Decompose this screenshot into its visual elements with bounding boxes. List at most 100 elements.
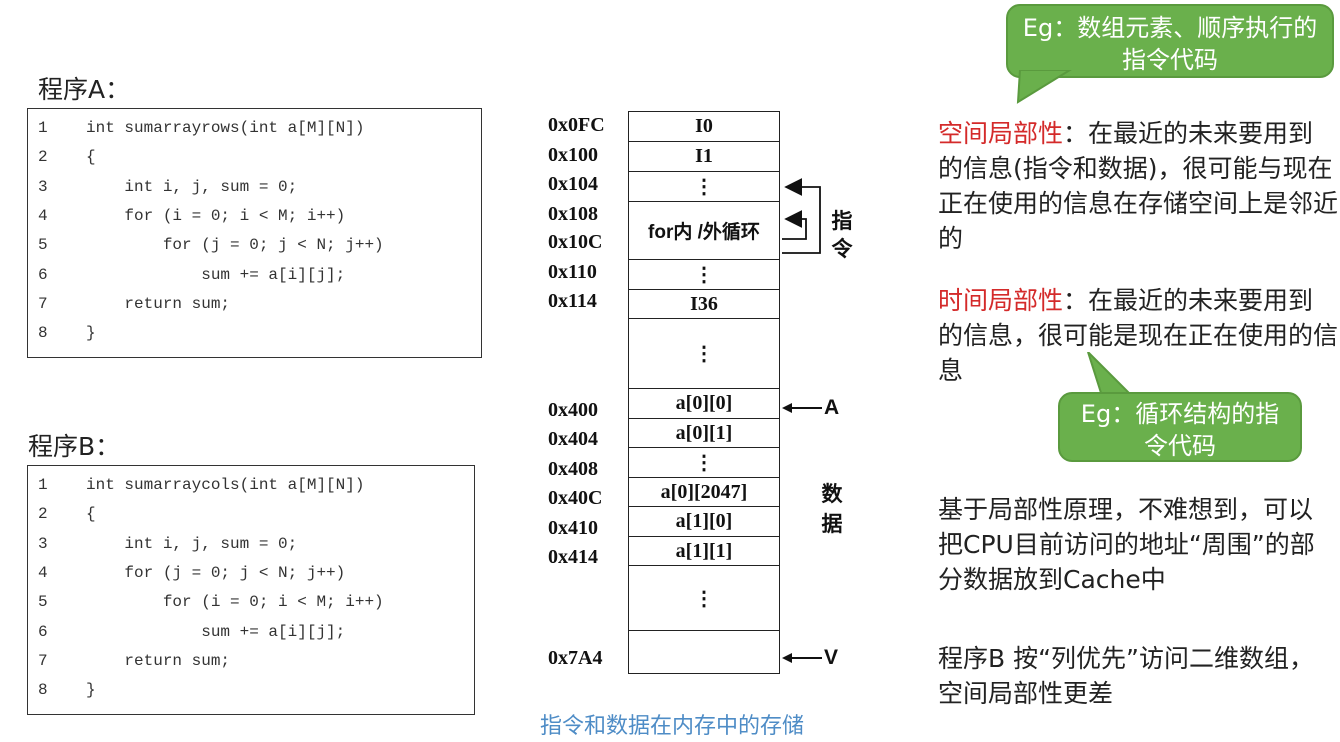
program-a-code-line: 8} bbox=[28, 324, 481, 353]
code-text: sum += a[i][j]; bbox=[86, 622, 346, 641]
memory-address: 0x100 bbox=[548, 144, 598, 166]
memory-address: 0x110 bbox=[548, 261, 597, 283]
example-bubble-temporal: Eg：循环结构的指令代码 bbox=[1058, 392, 1302, 462]
code-text: } bbox=[86, 324, 96, 343]
code-text: } bbox=[86, 681, 96, 700]
temporal-locality-text: 时间局部性：在最近的未来要用到的信息，很可能是现在正在使用的信息 bbox=[938, 283, 1338, 388]
bubble-spatial-tail bbox=[1016, 70, 1072, 104]
spatial-locality-text: 空间局部性：在最近的未来要用到的信息(指令和数据)，很可能与现在正在使用的信息在… bbox=[938, 116, 1338, 256]
memory-address: 0x10C bbox=[548, 231, 603, 253]
memory-address: 0x414 bbox=[548, 546, 598, 568]
temporal-locality-term: 时间局部性 bbox=[938, 286, 1064, 315]
memory-address: 0x7A4 bbox=[548, 647, 603, 669]
code-text: { bbox=[86, 148, 96, 167]
code-text: return sum; bbox=[86, 294, 231, 313]
line-number: 2 bbox=[38, 505, 48, 524]
line-number: 3 bbox=[38, 534, 48, 553]
program-a-code-line: 2{ bbox=[28, 148, 481, 177]
pointer-a-arrow bbox=[782, 403, 822, 413]
temporal-locality-desc: ：在最近的未来要用到的信息，很可能是现在正在使用的信息 bbox=[938, 286, 1339, 385]
spatial-locality-desc: ：在最近的未来要用到的信息(指令和数据)，很可能与现在正在使用的信息在存储空间上… bbox=[938, 119, 1339, 253]
memory-cell: ⋮ bbox=[629, 259, 779, 289]
program-b-code-line: 7 return sum; bbox=[28, 652, 474, 681]
code-text: for (j = 0; j < N; j++) bbox=[86, 563, 346, 582]
memory-cell: a[1][0] bbox=[629, 506, 779, 536]
program-a-title: 程序A： bbox=[38, 75, 131, 104]
memory-cell: I0 bbox=[695, 115, 713, 137]
example-bubble-spatial: Eg：数组元素、顺序执行的指令代码 bbox=[1006, 4, 1334, 78]
data-label: 数据 bbox=[821, 483, 843, 536]
program-a-code-line: 6 sum += a[i][j]; bbox=[28, 266, 481, 295]
memory-address: 0x400 bbox=[548, 399, 598, 421]
memory-cell: a[0][0] bbox=[629, 388, 779, 418]
program-b-code-line: 8} bbox=[28, 681, 474, 710]
memory-cell: for内 /外循环 bbox=[629, 201, 779, 259]
code-text: int sumarraycols(int a[M][N]) bbox=[86, 476, 365, 494]
code-text: int sumarrayrows(int a[M][N]) bbox=[86, 119, 365, 137]
code-text: return sum; bbox=[86, 651, 231, 670]
program-b-code-line: 4 for (j = 0; j < N; j++) bbox=[28, 564, 474, 593]
program-a-code-line: 3 int i, j, sum = 0; bbox=[28, 178, 481, 207]
memory-cell: a[0][1] bbox=[629, 418, 779, 447]
code-text: { bbox=[86, 505, 96, 524]
program-a-code-line: 7 return sum; bbox=[28, 295, 481, 324]
line-number: 6 bbox=[38, 265, 48, 284]
memory-caption: 指令和数据在内存中的存储 bbox=[540, 714, 805, 739]
code-text: for (i = 0; i < M; i++) bbox=[86, 206, 346, 225]
program-a-code-line: 4 for (i = 0; i < M; i++) bbox=[28, 207, 481, 236]
instruction-label: 指令 bbox=[831, 210, 853, 261]
program-b-title: 程序B： bbox=[28, 432, 121, 461]
memory-address: 0x104 bbox=[548, 173, 598, 195]
line-number: 8 bbox=[38, 324, 48, 343]
code-text: int i, j, sum = 0; bbox=[86, 177, 298, 196]
pointer-v-arrow bbox=[782, 653, 822, 663]
memory-cell: ⋮ bbox=[629, 447, 779, 477]
code-text: for (i = 0; i < M; i++) bbox=[86, 593, 384, 612]
memory-address: 0x404 bbox=[548, 428, 598, 450]
program-b-code-line: 3 int i, j, sum = 0; bbox=[28, 535, 474, 564]
memory-cell: a[0][2047] bbox=[629, 477, 779, 506]
program-b-code-line: 2{ bbox=[28, 505, 474, 534]
memory-address: 0x0FC bbox=[548, 114, 605, 136]
line-number: 2 bbox=[38, 148, 48, 167]
program-a-code-line: 5 for (j = 0; j < N; j++) bbox=[28, 236, 481, 265]
program-b-code-line: 1 int sumarraycols(int a[M][N]) bbox=[28, 476, 474, 505]
memory-address: 0x40C bbox=[548, 487, 603, 509]
bubble-temporal-text: Eg：循环结构的指令代码 bbox=[1080, 400, 1280, 460]
memory-cell bbox=[629, 630, 779, 673]
memory-cell: a[1][1] bbox=[629, 536, 779, 565]
memory-cell: I1 bbox=[629, 141, 779, 171]
pointer-v-label: V bbox=[824, 646, 839, 669]
line-number: 7 bbox=[38, 651, 48, 670]
line-number: 4 bbox=[38, 206, 48, 225]
line-number: 1 bbox=[38, 476, 48, 494]
memory-address: 0x410 bbox=[548, 517, 598, 539]
line-number: 4 bbox=[38, 563, 48, 582]
line-number: 5 bbox=[38, 593, 48, 612]
line-number: 5 bbox=[38, 236, 48, 255]
program-a-code-line: 1 int sumarrayrows(int a[M][N]) bbox=[28, 119, 481, 148]
pointer-a-label: A bbox=[824, 396, 840, 419]
line-number: 3 bbox=[38, 177, 48, 196]
memory-cell: ⋮ bbox=[629, 565, 779, 630]
line-number: 7 bbox=[38, 294, 48, 313]
program-b-code-line: 6 sum += a[i][j]; bbox=[28, 623, 474, 652]
code-text: for (j = 0; j < N; j++) bbox=[86, 236, 384, 255]
spatial-locality-term: 空间局部性 bbox=[938, 119, 1064, 148]
program-b-code-line: 5 for (i = 0; i < M; i++) bbox=[28, 593, 474, 622]
memory-cell: I36 bbox=[629, 289, 779, 318]
memory-address: 0x408 bbox=[548, 458, 598, 480]
cache-principle-text: 基于局部性原理，不难想到，可以把CPU目前访问的地址“周围”的部分数据放到Cac… bbox=[938, 495, 1315, 594]
bubble-spatial-text: Eg：数组元素、顺序执行的指令代码 bbox=[1022, 14, 1318, 74]
line-number: 8 bbox=[38, 681, 48, 700]
code-text: sum += a[i][j]; bbox=[86, 265, 346, 284]
memory-cell: ⋮ bbox=[629, 318, 779, 388]
code-text: int i, j, sum = 0; bbox=[86, 534, 298, 553]
line-number: 1 bbox=[38, 119, 48, 137]
line-number: 6 bbox=[38, 622, 48, 641]
memory-address: 0x108 bbox=[548, 203, 598, 225]
program-b-note-text: 程序B 按“列优先”访问二维数组，空间局部性更差 bbox=[938, 644, 1315, 708]
